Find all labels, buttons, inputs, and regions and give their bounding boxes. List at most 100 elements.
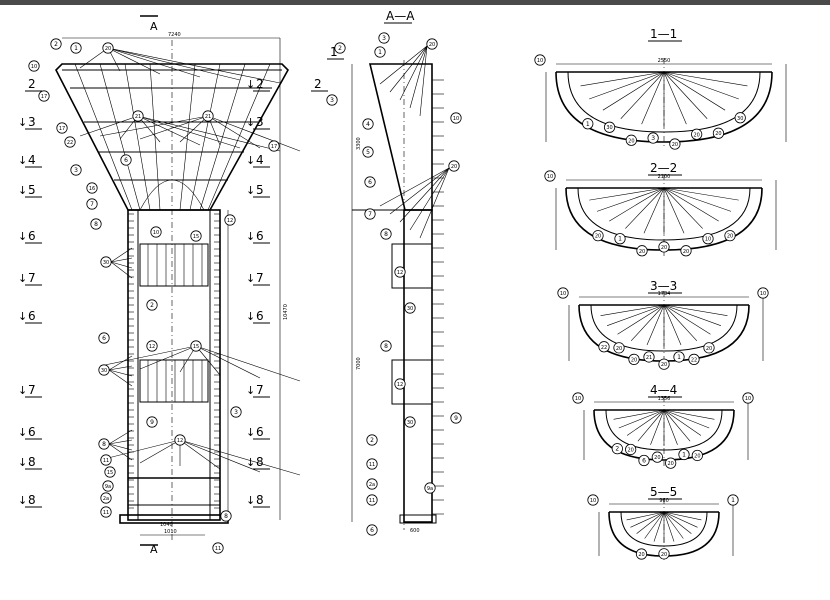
section-3-3-callout-2: 22 [598,341,610,353]
section-3-3-callout-6: 20 [658,358,670,370]
svg-text:6: 6 [28,425,36,439]
elev-callout-16: 10 [150,226,162,238]
svg-text:20: 20 [715,131,721,137]
section-3-3-callout-3: 20 [613,342,625,354]
svg-text:3: 3 [28,115,36,129]
svg-text:10: 10 [560,291,566,297]
elev-callout-26: 3 [230,406,242,418]
svg-text:21: 21 [646,355,652,361]
section-title-2-2: 2—2 [650,161,677,175]
svg-text:8: 8 [102,441,106,448]
aa-callout-1: 2 [334,42,346,54]
svg-text:20: 20 [706,346,712,352]
svg-text:7: 7 [90,201,94,208]
section-title-1-1: 1—1 [650,27,677,41]
section-1-1-callout-4: 20 [625,134,637,146]
elev-callout-24: 30 [98,364,110,376]
svg-text:4: 4 [256,153,264,167]
section-mark-left-10: 8↓ [18,455,42,470]
svg-text:↓: ↓ [246,272,255,285]
svg-text:22: 22 [691,357,697,363]
elev-callout-32: 2a [100,492,112,504]
svg-text:22: 22 [601,345,607,351]
svg-text:3: 3 [651,135,655,142]
elev-callout-9: 22 [64,136,76,148]
svg-text:20: 20 [667,461,673,467]
top-width-dim: 7240 [168,32,181,38]
elev-callout-8: 17 [56,122,68,134]
elev-callout-7: 21 [202,110,214,122]
elev-callout-17: 12 [224,214,236,226]
section-3-3-callout-10: 10 [757,287,769,299]
svg-text:↓: ↓ [246,116,255,129]
section-mark-left-1: 2 [25,77,42,92]
elev-callout-20: 2 [146,299,158,311]
svg-text:17: 17 [41,94,47,100]
elev-callout-5: 17 [38,90,50,102]
aa-callout-14: 30 [404,302,416,314]
section-3-3-callout-8: 22 [688,353,700,365]
svg-text:4: 4 [366,121,370,128]
svg-text:20: 20 [727,234,733,240]
svg-text:↓: ↓ [18,184,27,197]
section-aa-title: A—A [386,9,415,23]
svg-text:6: 6 [256,309,264,323]
svg-text:6: 6 [370,527,374,534]
section-4-4-callout-9: 10 [742,392,754,404]
svg-text:↓: ↓ [18,456,27,469]
section-1-1-callout-1: 10 [534,54,546,66]
svg-text:1: 1 [74,45,78,52]
svg-text:↓: ↓ [246,456,255,469]
svg-text:8: 8 [28,455,36,469]
section-4-4-callout-5: 20 [651,451,663,463]
elev-callout-33: 11 [100,506,112,518]
elev-callout-29: 12 [174,434,186,446]
svg-text:↓: ↓ [18,272,27,285]
svg-text:17: 17 [59,126,65,132]
svg-text:30: 30 [737,116,743,122]
aa-callout-9: 6 [364,176,376,188]
svg-text:15: 15 [107,470,113,476]
svg-text:20: 20 [451,164,457,170]
svg-text:↓: ↓ [246,310,255,323]
svg-text:20: 20 [429,42,435,48]
svg-text:3: 3 [330,97,334,104]
svg-text:20: 20 [638,552,644,558]
section-4-4-callout-1: 10 [572,392,584,404]
svg-text:12: 12 [177,438,183,444]
svg-text:8: 8 [94,221,98,228]
svg-text:1: 1 [618,236,622,243]
elev-callout-19: 30 [100,256,112,268]
section-2-2-callout-4: 20 [636,245,648,257]
svg-text:2: 2 [256,77,264,91]
svg-text:12: 12 [149,344,155,350]
svg-text:20: 20 [683,249,689,255]
svg-text:20: 20 [694,453,700,459]
svg-text:6: 6 [28,229,36,243]
section-mark-left-2: 3↓ [18,115,42,130]
svg-text:8: 8 [224,513,228,520]
svg-text:10: 10 [590,498,596,504]
section-title-5-5: 5—5 [650,485,677,499]
section-mark-right-6: 7↓ [246,271,270,286]
svg-text:2a: 2a [369,482,375,488]
section-title-4-4: 4—4 [650,383,677,397]
svg-text:17: 17 [271,144,277,150]
svg-text:↓: ↓ [246,230,255,243]
window-top-bar [0,0,830,5]
svg-text:9a: 9a [427,486,433,492]
aa-callout-2: 3 [378,32,390,44]
section-3-3-callout-9: 20 [703,342,715,354]
section-mark-left-5: 6↓ [18,229,42,244]
svg-text:6: 6 [642,457,646,464]
svg-text:↓: ↓ [246,154,255,167]
elev-callout-23: 15 [190,340,202,352]
section-3-3-callout-5: 21 [643,351,655,363]
section-2-2-callout-6: 20 [680,245,692,257]
svg-text:8: 8 [256,455,264,469]
svg-text:8: 8 [256,493,264,507]
